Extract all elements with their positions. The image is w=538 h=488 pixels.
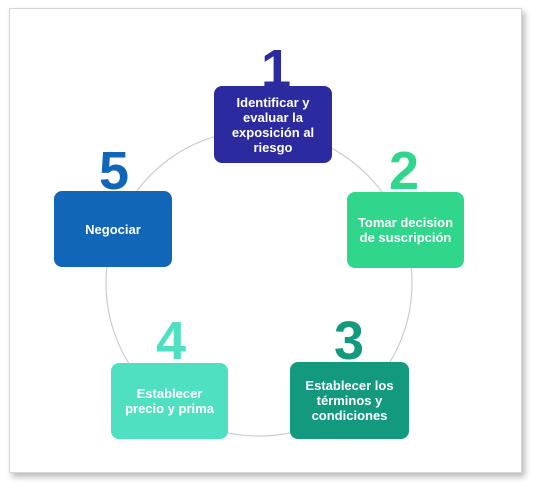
step-3-number: 3 xyxy=(334,311,365,371)
step-5-number: 5 xyxy=(99,141,130,201)
step-4-label: Establecer precio y prima xyxy=(125,386,214,416)
step-4-box: Establecer precio y prima xyxy=(111,363,228,439)
step-5-label: Negociar xyxy=(85,221,141,237)
step-4-number: 4 xyxy=(156,311,187,371)
step-2-number: 2 xyxy=(389,141,420,201)
step-1-label: Identificar y evaluar la exposición al r… xyxy=(231,94,315,155)
step-1-box: Identificar y evaluar la exposición al r… xyxy=(214,86,332,163)
step-2-label: Tomar decision de suscripción xyxy=(357,215,454,245)
step-5-box: Negociar xyxy=(54,191,172,267)
step-3-label: Establecer los términos y condiciones xyxy=(305,378,394,423)
step-2-box: Tomar decision de suscripción xyxy=(347,192,464,268)
step-3-box: Establecer los términos y condiciones xyxy=(290,362,409,439)
